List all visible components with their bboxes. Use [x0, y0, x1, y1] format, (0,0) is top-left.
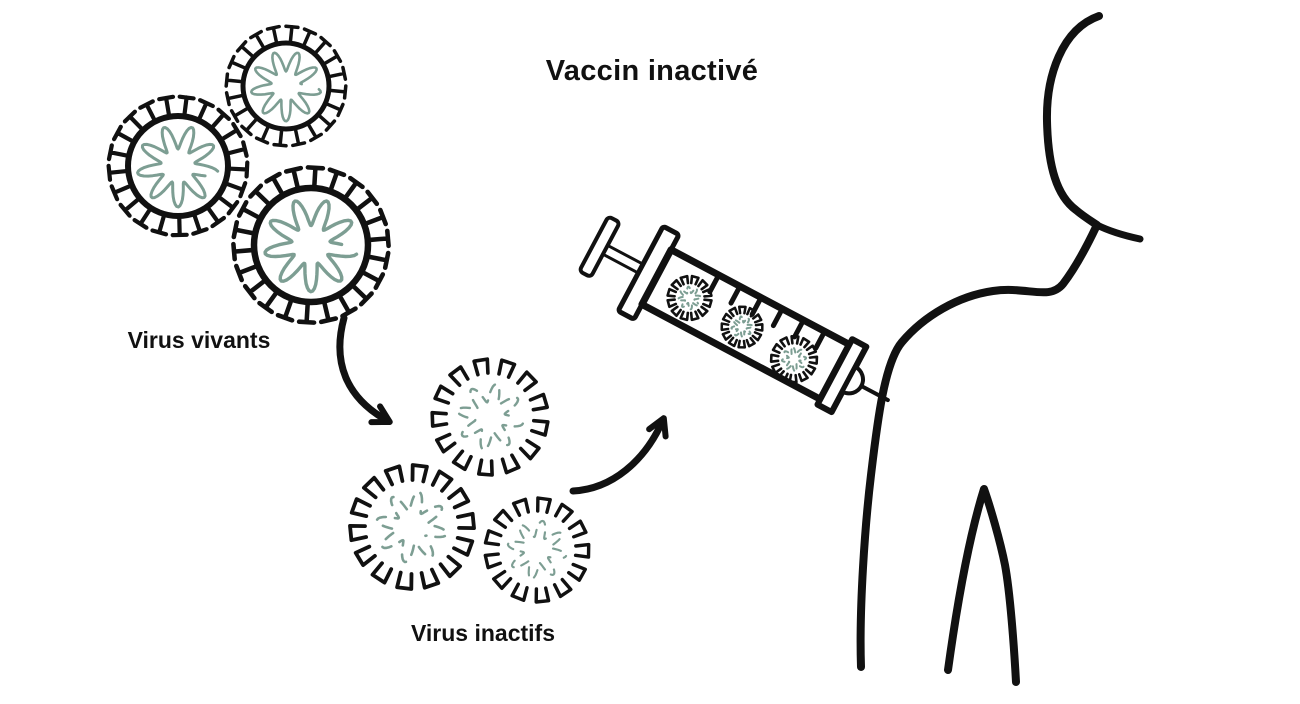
- inactive-virus: [720, 305, 764, 349]
- person-chin: [1093, 221, 1144, 243]
- person-head: [1042, 12, 1103, 229]
- inactive-virus: [769, 335, 819, 384]
- inactive-viruses-group: [348, 357, 591, 604]
- syringe-needle: [859, 383, 890, 403]
- live-virus: [231, 165, 391, 325]
- syringe-viruses-group: [666, 274, 819, 384]
- syringe-thumb-rest: [578, 215, 621, 278]
- virus-membrane: [240, 40, 332, 132]
- syringe: [578, 215, 890, 416]
- inactive-virus: [430, 357, 550, 477]
- arrow-live-to-inactive: [336, 314, 393, 426]
- inactive-virus: [666, 274, 713, 322]
- inactive-viruses-label: Virus inactifs: [411, 620, 555, 646]
- live-virus: [224, 24, 348, 148]
- live-virus: [106, 94, 250, 238]
- person-inner-arm: [944, 485, 1020, 686]
- live-viruses-group: [106, 24, 391, 325]
- arrow-inactive-to-syringe: [569, 415, 669, 495]
- person-shoulder-arm: [856, 223, 1100, 671]
- virus-membrane: [125, 113, 231, 219]
- live-viruses-label: Virus vivants: [128, 327, 271, 353]
- page-title: Vaccin inactivé: [546, 55, 758, 87]
- syringe-scale-ticks: [707, 272, 828, 351]
- syringe-barrel: [638, 246, 853, 403]
- inactive-virus: [348, 463, 476, 591]
- virus-membrane: [250, 184, 372, 306]
- person-outline: [856, 12, 1144, 686]
- inactive-virus: [483, 496, 591, 604]
